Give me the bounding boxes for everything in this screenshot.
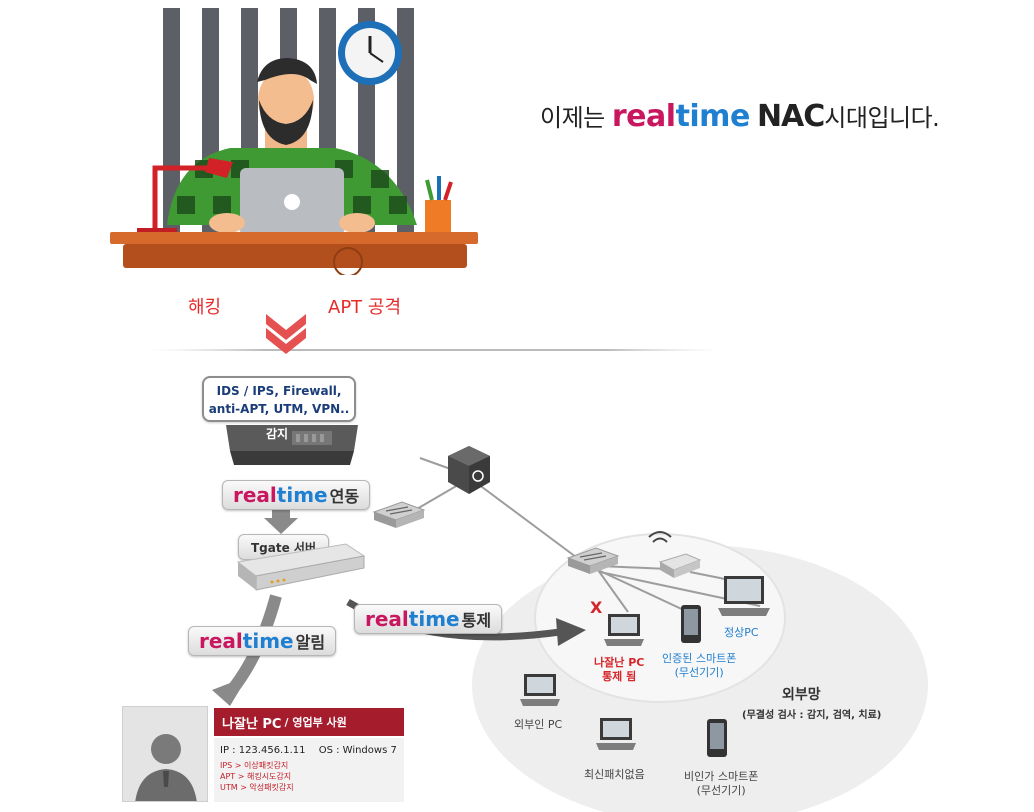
info-detail-ips: IPS > 이상패킷감지 [220, 761, 289, 770]
auth-phone-label: 인증된 스마트폰 (무선기기) [662, 652, 736, 680]
info-card-title-text: 나잘난 PC [222, 716, 282, 732]
pill-time: time [408, 607, 460, 631]
info-detail-apt: APT > 해킹시도감지 [220, 772, 292, 781]
auth-phone-line-2: (무선기기) [674, 666, 724, 679]
security-line-2: anti-APT, UTM, VPN.. [208, 402, 350, 416]
chevron-down-icon [266, 314, 306, 340]
auth-phone-line-1: 인증된 스마트폰 [662, 652, 737, 665]
smartphone-icon [681, 605, 701, 643]
security-line-1: IDS / IPS, Firewall, [216, 384, 342, 398]
info-card-title: 나잘난 PC / 영업부 사원 [214, 708, 404, 736]
x-mark-icon: X [590, 598, 603, 617]
switch-icon [372, 501, 426, 528]
normal-pc-label: 정상PC [724, 626, 759, 639]
brand-real: real [611, 99, 676, 134]
pill-real: real [199, 629, 243, 653]
pill-suffix: 알림 [295, 633, 326, 652]
external-net-label: 외부망 [782, 687, 821, 703]
threat-hacking: 해킹 [188, 297, 222, 318]
hacker-illustration [110, 8, 478, 275]
infected-pc-icon [604, 614, 644, 646]
headline-prefix: 이제는 [540, 104, 605, 132]
integrity-label: (무결성 검사 : 감지, 검역, 치료) [742, 710, 882, 721]
pill-suffix: 연동 [329, 487, 360, 506]
security-appliance-icon [226, 425, 358, 465]
tgate-server-icon [236, 543, 366, 591]
tgate-label-text: Tgate 서버 [251, 540, 317, 555]
security-appliance-callout: IDS / IPS, Firewall, anti-APT, UTM, VPN.… [202, 376, 356, 422]
pill-suffix: 통제 [461, 611, 492, 630]
external-pc-icon [520, 674, 560, 706]
detect-label: 감지 [266, 427, 289, 441]
infected-pc-line-1: 나잘난 PC [594, 656, 645, 669]
pill-time: time [276, 483, 328, 507]
brand-time: time [675, 99, 751, 134]
info-card-subtitle: / 영업부 사원 [284, 716, 347, 729]
headline: 이제는 realtime NAC시대입니다. [540, 98, 940, 134]
user-silhouette-icon [123, 707, 207, 801]
user-info-card: 나잘난 PC / 영업부 사원 IP : 123.456.1.11 OS : W… [122, 706, 404, 804]
arrow-down-icon [264, 506, 298, 534]
info-detail-utm: UTM > 악성패킷감지 [220, 783, 294, 792]
infected-pc-line-2: 통제 됨 [602, 670, 637, 683]
infected-pc-label: 나잘난 PC 통제 됨 [594, 656, 644, 684]
avatar [122, 706, 208, 802]
info-card-body: IP : 123.456.1.11 OS : Windows 7 IPS > 이… [214, 738, 404, 802]
pill-time: time [242, 629, 294, 653]
info-card-os: OS : Windows 7 [318, 745, 397, 756]
internal-network-circle [534, 533, 786, 703]
external-pc-label: 외부인 PC [514, 718, 563, 731]
normal-pc-icon [718, 576, 770, 616]
brand-nac: NAC [756, 99, 825, 134]
switch-icon [566, 547, 620, 574]
firewall-icon [448, 446, 490, 494]
smartphone-icon [707, 719, 727, 757]
unauth-phone-label: 비인가 스마트폰 (무선기기) [684, 770, 758, 798]
pill-real: real [365, 607, 409, 631]
info-card-ip: IP : 123.456.1.11 [220, 745, 306, 756]
unauth-phone-line-1: 비인가 스마트폰 [684, 770, 759, 783]
headline-suffix: 시대입니다. [824, 104, 940, 132]
pill-real: real [233, 483, 277, 507]
unauth-phone-line-2: (무선기기) [696, 784, 746, 797]
no-patch-pc-icon [596, 718, 636, 750]
no-patch-label: 최신패치없음 [584, 768, 645, 781]
wireless-ap-icon [658, 553, 702, 578]
threat-apt: APT 공격 [328, 297, 402, 318]
info-card-ip-os: IP : 123.456.1.11 OS : Windows 7 [220, 745, 398, 756]
